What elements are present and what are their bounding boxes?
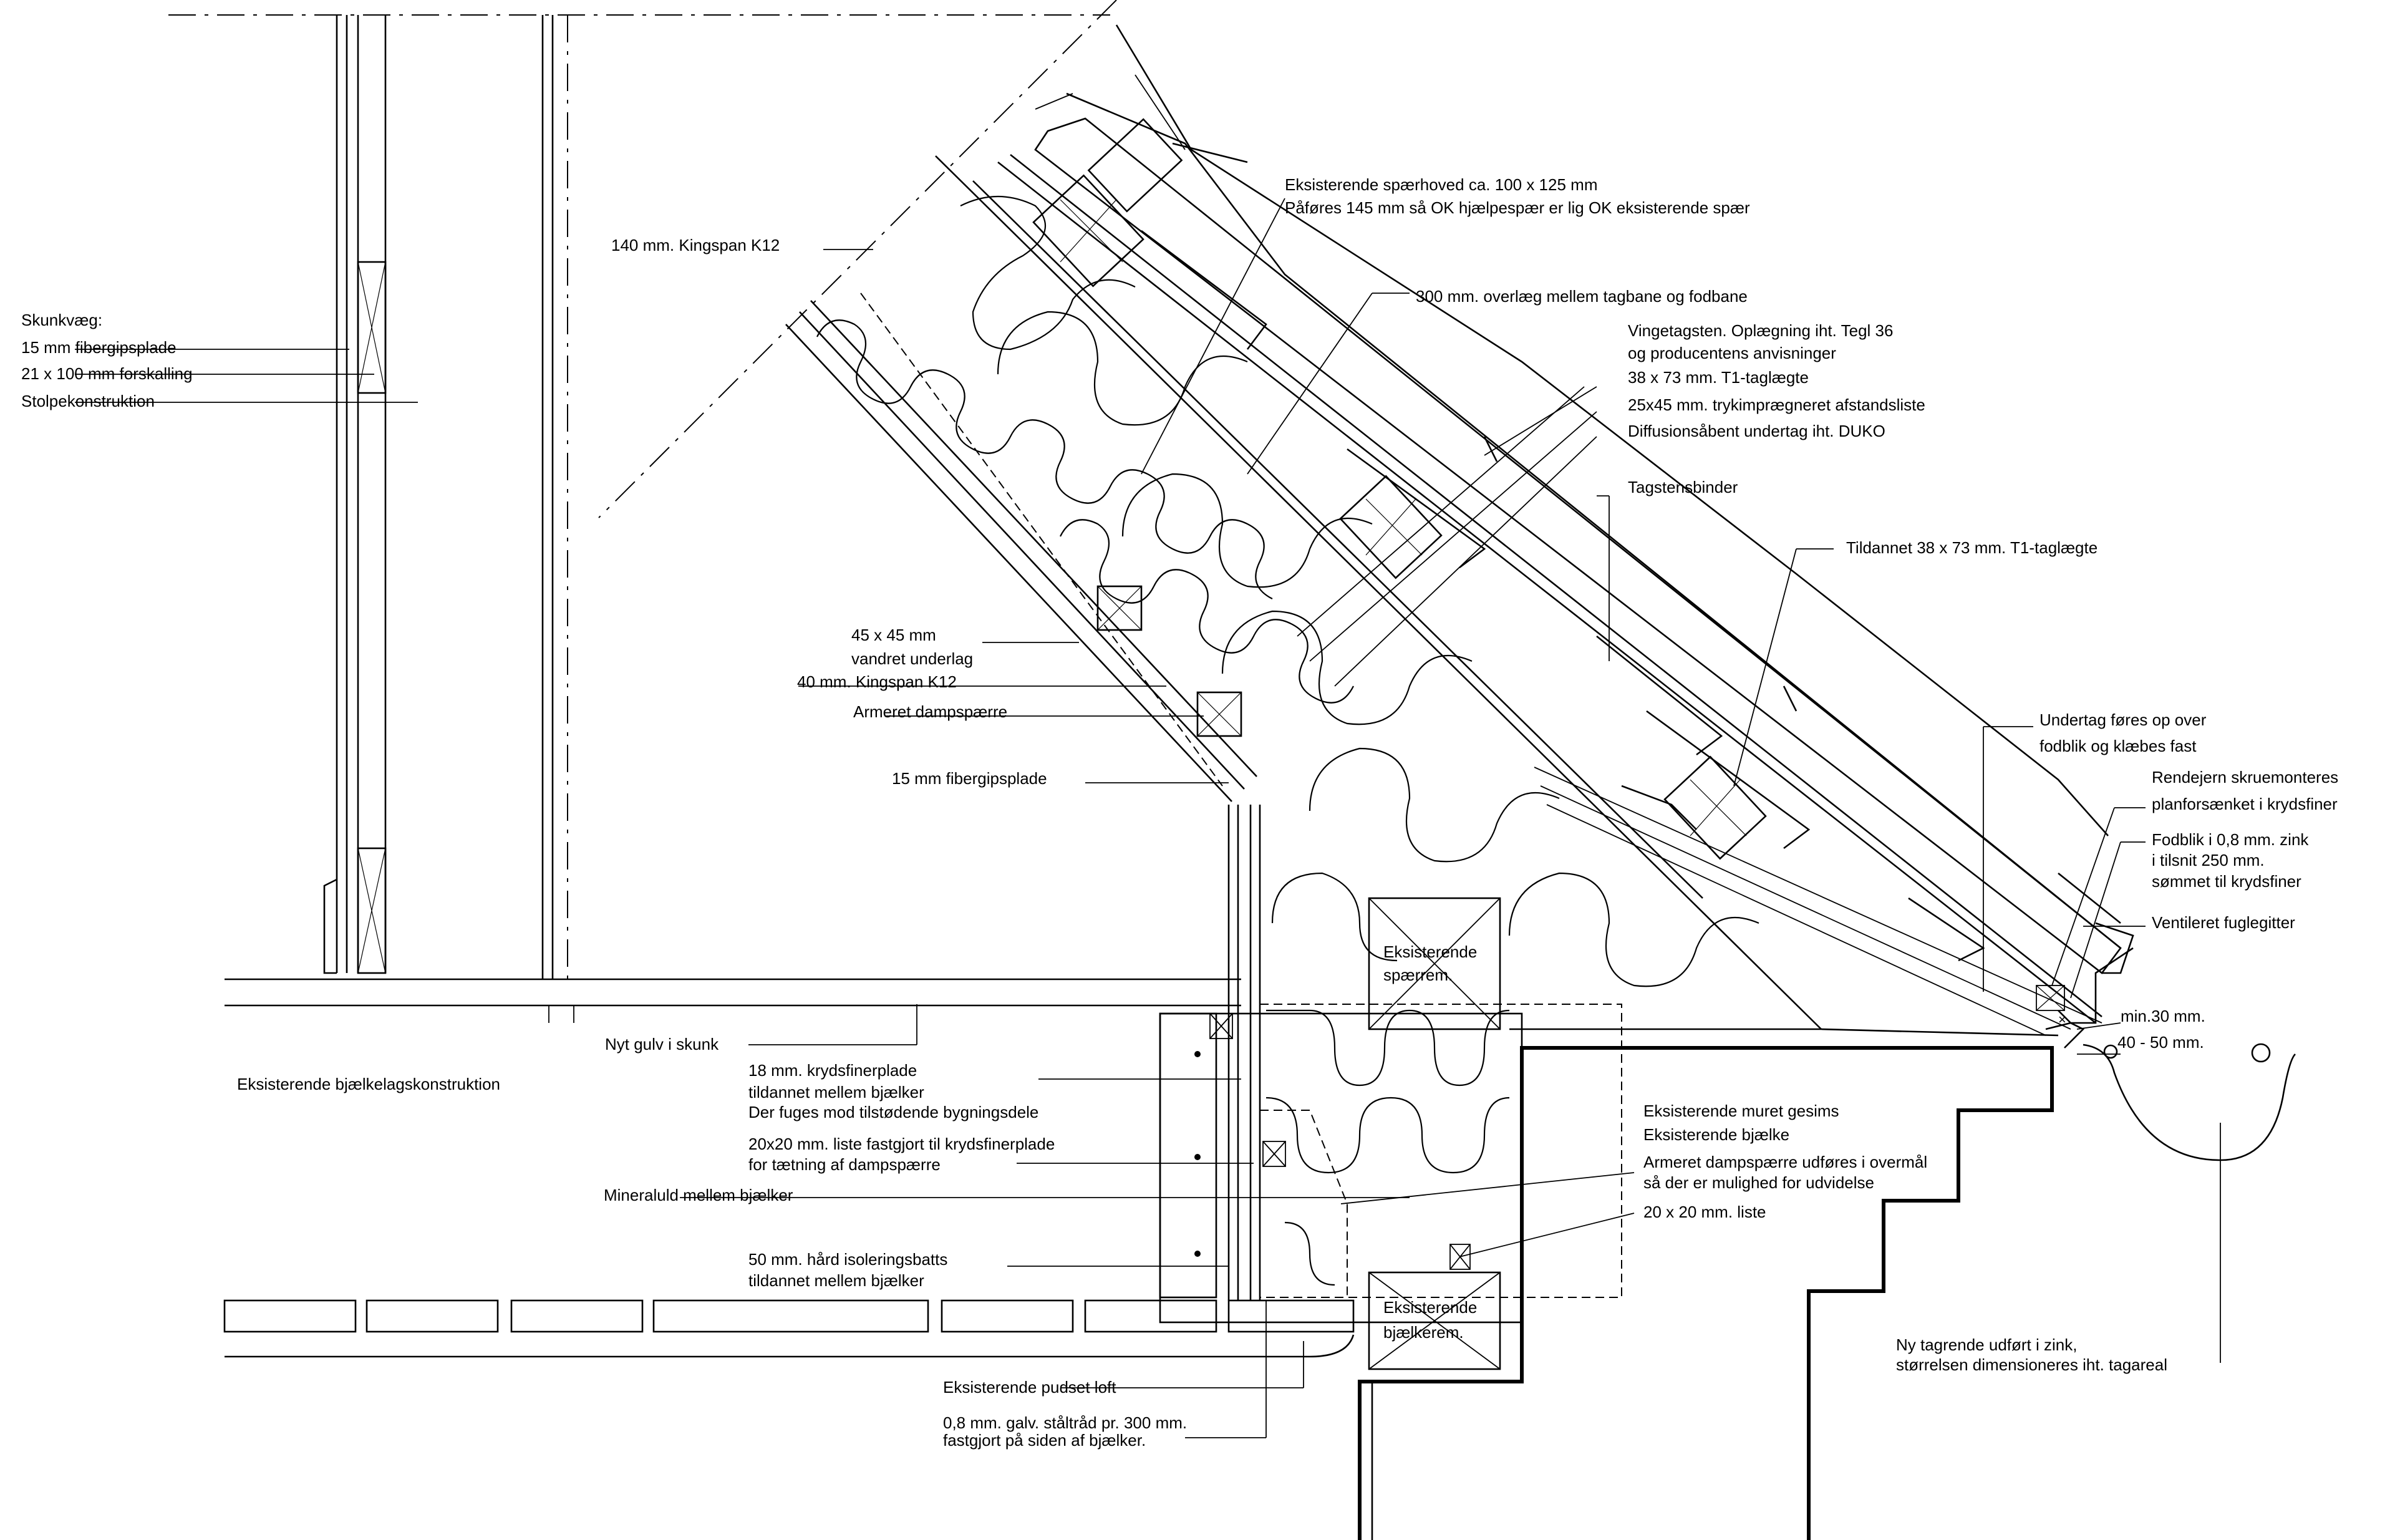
label-undertag-over-2: fodblik og klæbes fast xyxy=(2039,737,2197,755)
label-fuglegitter: Ventileret fuglegitter xyxy=(2152,913,2295,932)
label-skunkvaeg-3: Stolpekonstruktion xyxy=(21,392,155,410)
label-batts-1: 50 mm. hård isoleringsbatts xyxy=(748,1250,947,1269)
label-bjaelkerem-1: Eksisterende xyxy=(1383,1298,1477,1317)
label-spaerrem-2: spærrem. xyxy=(1383,966,1453,984)
label-skunkvaeg-1: 15 mm fibergipsplade xyxy=(21,338,177,357)
label-fodblik-2: i tilsnit 250 mm. xyxy=(2152,851,2265,869)
label-tagrende-1: Ny tagrende udført i zink, xyxy=(1896,1335,2077,1354)
label-staltraad-2: fastgjort på siden af bjælker. xyxy=(943,1431,1146,1450)
label-vingetag-1: Vingetagsten. Oplægning iht. Tegl 36 xyxy=(1628,321,1893,340)
label-gesims: Eksisterende muret gesims xyxy=(1643,1102,1839,1120)
label-fodblik-3: sømmet til krydsfiner xyxy=(2152,872,2301,891)
floor-ceiling xyxy=(223,978,1355,1358)
leader-lines xyxy=(75,198,2221,1438)
svg-text:×: × xyxy=(2058,1012,2066,1027)
label-damp-overmaal-1: Armeret dampspærre udføres i overmål xyxy=(1643,1153,1927,1171)
label-spaerrem-1: Eksisterende xyxy=(1383,942,1477,961)
label-vingetag-2: og producentens anvisninger xyxy=(1628,344,1836,362)
label-rendejern-2: planforsænket i krydsfiner xyxy=(2152,795,2338,813)
label-pudset-loft: Eksisterende pudset loft xyxy=(943,1378,1116,1397)
label-fodblik-1: Fodblik i 0,8 mm. zink xyxy=(2152,830,2309,849)
label-damp-overmaal-2: så der er mulighed for udvidelse xyxy=(1643,1173,1874,1192)
masonry-cornice xyxy=(1358,1046,2054,1540)
label-40-50: 40 - 50 mm. xyxy=(2117,1033,2204,1052)
label-min30: min.30 mm. xyxy=(2121,1007,2205,1025)
label-skunkvaeg-2: 21 x 100 mm forskalling xyxy=(21,364,193,383)
label-skunkvaeg-title: Skunkvæg: xyxy=(21,311,102,329)
label-kingspan-40: 40 mm. Kingspan K12 xyxy=(797,672,957,691)
label-tagrende-2: størrelsen dimensioneres iht. tagareal xyxy=(1896,1355,2167,1374)
label-tagstensbinder: Tagstensbinder xyxy=(1628,478,1738,496)
eave-detail: × xyxy=(2036,947,2296,1161)
label-dampspaerre: Armeret dampspærre xyxy=(853,702,1007,721)
label-undertag: Diffusionsåbent undertag iht. DUKO xyxy=(1628,422,1885,440)
centerlines xyxy=(168,0,1117,986)
label-afstandsliste: 25x45 mm. trykimprægneret afstandsliste xyxy=(1628,395,1925,414)
label-overlaeg: 300 mm. overlæg mellem tagbane og fodban… xyxy=(1416,287,1748,306)
dashed-outlines xyxy=(860,293,1622,1298)
label-spaerhoved-2: Påføres 145 mm så OK hjælpespær er lig O… xyxy=(1285,198,1750,217)
label-tildannet-laegte: Tildannet 38 x 73 mm. T1-taglægte xyxy=(1846,538,2097,557)
annotations: Skunkvæg: 15 mm fibergipsplade 21 x 100 … xyxy=(21,175,2338,1450)
label-rendejern-1: Rendejern skruemonteres xyxy=(2152,768,2338,787)
knee-wall xyxy=(323,15,554,979)
label-undertag-over-1: Undertag føres op over xyxy=(2039,710,2207,729)
ceiling-boards xyxy=(223,1299,1355,1333)
label-bjaelkelag: Eksisterende bjælkelagskonstruktion xyxy=(237,1075,500,1093)
label-mineraluld: Mineraluld mellem bjælker xyxy=(604,1186,793,1204)
label-liste-20-2: for tætning af dampspærre xyxy=(748,1155,941,1174)
label-kingspan-140: 140 mm. Kingspan K12 xyxy=(611,236,780,254)
label-liste-20x20: 20 x 20 mm. liste xyxy=(1643,1203,1766,1221)
label-nyt-gulv: Nyt gulv i skunk xyxy=(605,1035,719,1053)
label-taglaegte: 38 x 73 mm. T1-taglægte xyxy=(1628,368,1809,387)
label-underlag-1: 45 x 45 mm xyxy=(851,626,936,644)
label-staltraad-1: 0,8 mm. galv. ståltråd pr. 300 mm. xyxy=(943,1413,1187,1432)
label-batts-2: tildannet mellem bjælker xyxy=(748,1271,924,1290)
roof-build-up xyxy=(785,24,2134,1037)
joist-insulation xyxy=(1265,1009,1510,1286)
label-krydsfiner-2: tildannet mellem bjælker xyxy=(748,1083,924,1102)
plywood-plate xyxy=(1159,805,1286,1300)
label-underlag-2: vandret underlag xyxy=(851,649,973,668)
label-krydsfiner-3: Der fuges mod tilstødende bygningsdele xyxy=(748,1103,1038,1121)
label-fibergips-15: 15 mm fibergipsplade xyxy=(892,769,1047,788)
label-bjaelkerem-2: bjælkerem. xyxy=(1383,1323,1464,1342)
label-krydsfiner-1: 18 mm. krydsfinerplade xyxy=(748,1061,917,1080)
label-bjaelke: Eksisterende bjælke xyxy=(1643,1125,1789,1144)
label-spaerhoved-1: Eksisterende spærhoved ca. 100 x 125 mm xyxy=(1285,175,1597,194)
label-liste-20-1: 20x20 mm. liste fastgjort til krydsfiner… xyxy=(748,1135,1055,1153)
